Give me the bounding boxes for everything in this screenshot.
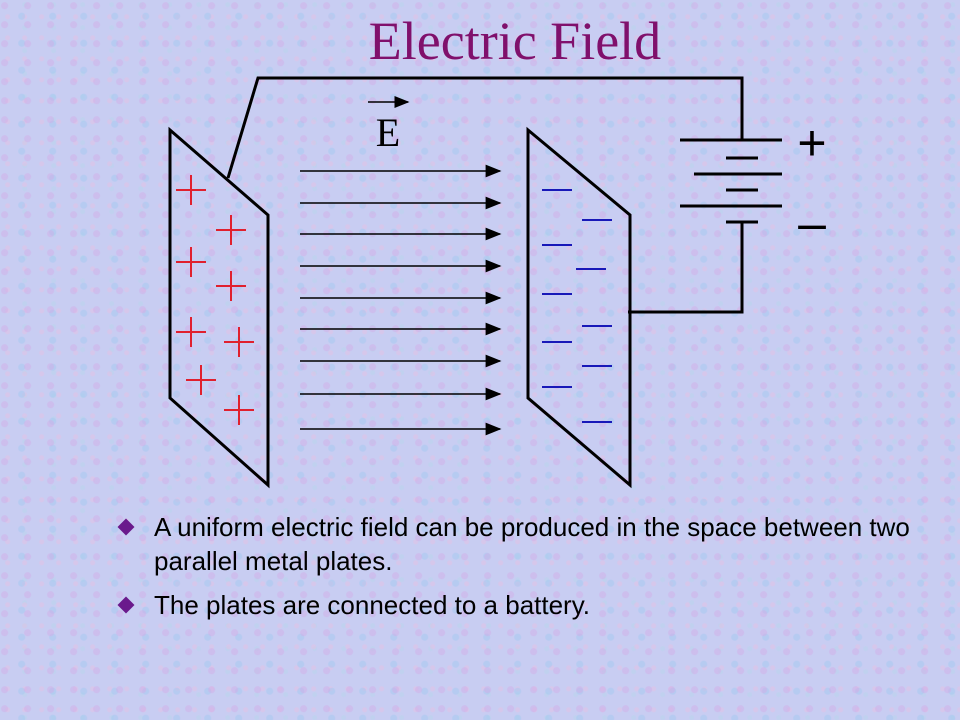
bullet-list: A uniform electric field can be produced… [117, 510, 920, 632]
parallel-plate-diagram: E [168, 76, 827, 489]
field-label: E [376, 110, 400, 155]
wire-right-plate-to-battery [628, 222, 744, 314]
diamond-bullet-icon [117, 596, 135, 614]
plus-charge-icon [176, 317, 206, 347]
positive-charges [176, 175, 254, 425]
diamond-bullet-icon [117, 518, 135, 536]
plus-charge-icon [224, 395, 254, 425]
bullet-item: The plates are connected to a battery. [117, 588, 920, 622]
negative-plate [526, 126, 632, 489]
plus-charge-icon [176, 247, 206, 277]
plus-charge-icon [176, 175, 206, 205]
bullet-item: A uniform electric field can be produced… [117, 510, 920, 578]
battery-negative-label: – [798, 195, 826, 251]
battery-symbol [680, 138, 782, 224]
bullet-text: A uniform electric field can be produced… [154, 512, 910, 576]
plus-charge-icon [216, 271, 246, 301]
plus-charge-icon [216, 215, 246, 245]
bullet-text: The plates are connected to a battery. [154, 590, 591, 620]
negative-charges [542, 189, 612, 423]
slide-title: Electric Field [368, 11, 662, 71]
plus-charge-icon [224, 327, 254, 357]
positive-plate [168, 126, 270, 489]
wire-left-plate-to-battery [226, 76, 744, 179]
plus-charge-icon [186, 365, 216, 395]
field-lines [300, 164, 502, 436]
battery-positive-label: + [797, 115, 826, 171]
